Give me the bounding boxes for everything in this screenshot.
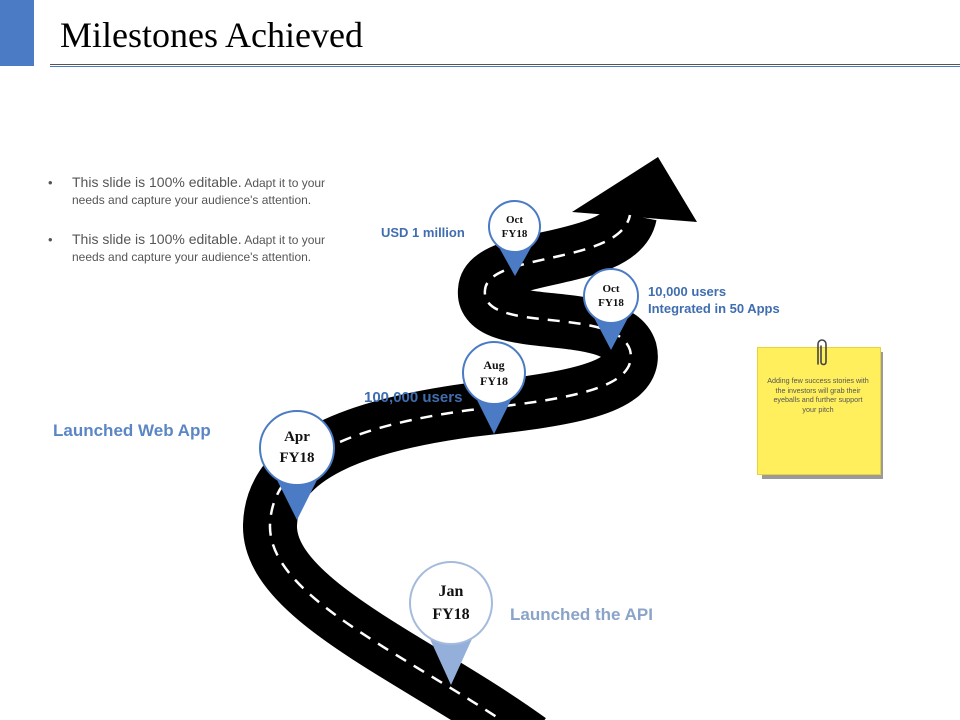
bullet-list: This slide is 100% editable. Adapt it to…	[48, 174, 358, 288]
title-divider-accent	[50, 66, 960, 67]
title-divider	[50, 64, 960, 65]
paperclip-icon	[817, 339, 827, 366]
road-arrow-icon	[572, 157, 697, 222]
title-accent-bar	[0, 0, 34, 66]
sticky-note-text: Adding few success stories with the inve…	[767, 376, 869, 414]
milestone-label-usd: USD 1 million	[381, 225, 465, 240]
page-title: Milestones Achieved	[60, 15, 363, 55]
bullet-item: This slide is 100% editable. Adapt it to…	[48, 174, 358, 209]
road-center-line	[268, 214, 633, 720]
milestone-label-users: 100,000 users	[364, 389, 463, 406]
milestone-label-apps: 10,000 users Integrated in 50 Apps	[648, 284, 780, 316]
milestone-label-web-app: Launched Web App	[53, 421, 211, 440]
sticky-note	[757, 347, 881, 475]
bullet-item: This slide is 100% editable. Adapt it to…	[48, 231, 358, 266]
milestone-label-api: Launched the API	[510, 605, 653, 624]
